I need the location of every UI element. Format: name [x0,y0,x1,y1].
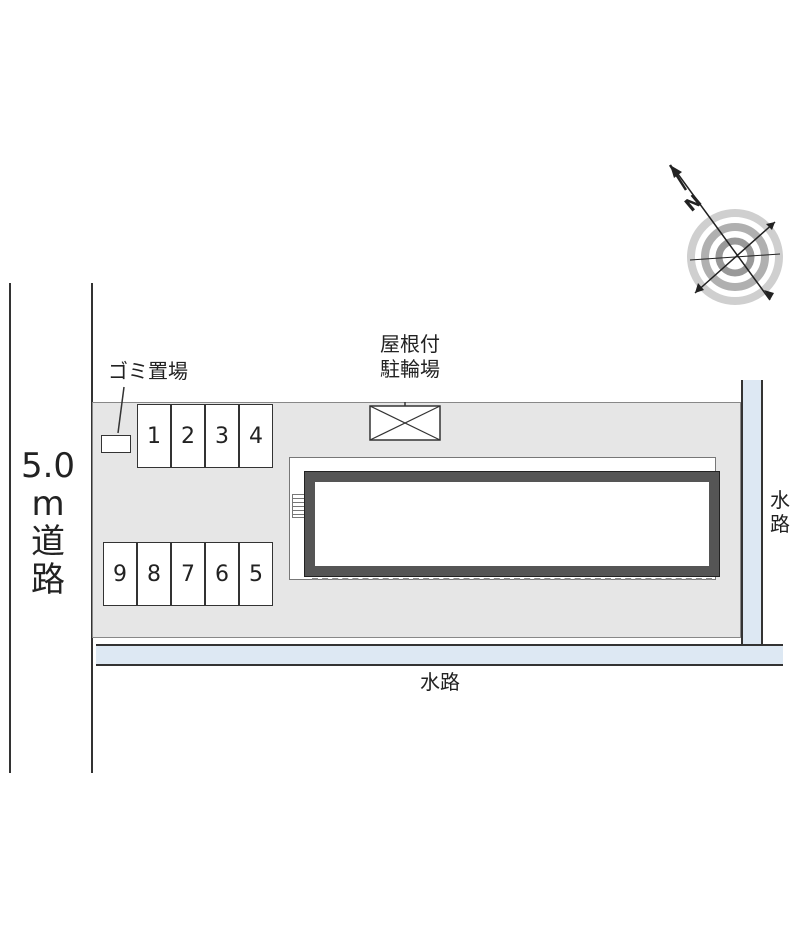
parking-stall-4: 4 [239,404,273,468]
waterway-east-label: 水 路 [768,488,792,536]
waterway-east-char-2: 路 [770,512,790,536]
apartment-building [304,471,720,577]
parking-stall-2: 2 [171,404,205,468]
road-width-value: 5.0 [20,446,76,486]
parking-stall-9: 9 [103,542,137,606]
parking-stall-1: 1 [137,404,171,468]
compass-north-label: N [681,191,706,217]
waterway-south-label: 水路 [420,670,460,694]
road-label: 5.0 m 道 路 [20,447,76,599]
waterway-east [741,380,763,646]
parking-stall-8: 8 [137,542,171,606]
parking-stall-7: 7 [171,542,205,606]
garbage-leader-line [117,386,125,434]
stairs [292,494,306,518]
parking-stall-6: 6 [205,542,239,606]
road-edge-left [9,283,11,773]
road-char-1: 道 [31,522,65,563]
road-width-unit: m [31,484,65,525]
bike-parking-label: 屋根付 駐輪場 [370,332,450,382]
bike-parking-line1: 屋根付 [380,332,440,356]
parking-stall-5: 5 [239,542,273,606]
garbage-area [101,435,131,453]
parking-stall-3: 3 [205,404,239,468]
garbage-label: ゴミ置場 [108,359,188,383]
compass-rose-icon: N [668,164,783,305]
building-eave-line [312,578,712,580]
bike-parking-area [369,402,441,441]
waterway-south [96,644,783,666]
waterway-east-char-1: 水 [770,488,790,512]
road-char-2: 路 [31,560,65,601]
bike-parking-line2: 駐輪場 [380,357,440,381]
